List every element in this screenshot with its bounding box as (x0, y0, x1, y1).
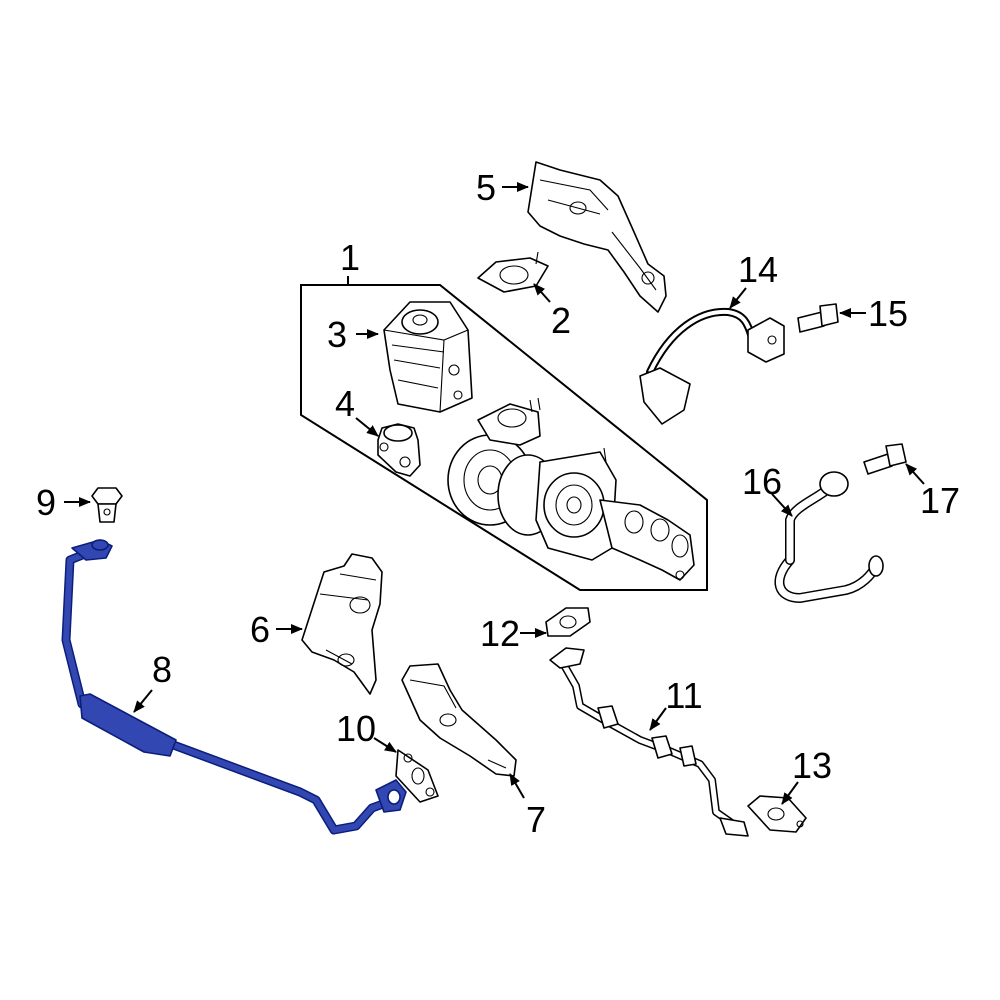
oil-return-line-part[interactable] (549, 647, 749, 837)
adapter-part[interactable] (377, 423, 421, 477)
oil-line-highlighted-part[interactable] (61, 539, 407, 835)
turbocharger-assembly-frame (300, 276, 708, 591)
callout-14: 14 (738, 249, 778, 290)
gasket-10-part[interactable] (395, 749, 439, 803)
gasket-13-part[interactable] (747, 795, 807, 833)
callout-8: 8 (152, 649, 172, 690)
callout-13: 13 (792, 745, 832, 786)
callout-5: 5 (476, 167, 496, 208)
heat-shield-lower-part[interactable] (301, 553, 383, 695)
heat-shield-upper-part[interactable] (527, 161, 667, 313)
callout-2: 2 (551, 300, 571, 341)
callout-15: 15 (868, 293, 908, 334)
gasket-12-part[interactable] (545, 607, 591, 637)
banjo-bolt-part[interactable] (91, 487, 123, 523)
callout-11: 11 (665, 675, 702, 716)
bracket-7-part[interactable] (401, 663, 517, 777)
actuator-part[interactable] (383, 301, 473, 413)
callout-6: 6 (250, 609, 270, 650)
callout-17: 17 (920, 480, 960, 521)
callout-9: 9 (36, 482, 56, 523)
oil-line-upper-part[interactable] (639, 307, 785, 425)
callout-4: 4 (335, 383, 355, 424)
callout-leaders (64, 182, 925, 805)
callout-labels: 1 2 3 4 5 6 7 8 9 10 11 12 13 14 15 16 1… (36, 167, 960, 840)
callout-12: 12 (480, 613, 520, 654)
coolant-pipe-part[interactable] (774, 471, 884, 604)
gasket-part[interactable] (477, 251, 549, 293)
callout-10: 10 (336, 708, 376, 749)
bolt-15-part[interactable] (797, 303, 839, 333)
callout-3: 3 (327, 314, 347, 355)
callout-7: 7 (526, 799, 546, 840)
bolt-17-part[interactable] (863, 443, 907, 475)
callout-16: 16 (742, 461, 782, 502)
callout-1: 1 (340, 237, 360, 278)
turbocharger-part[interactable] (447, 397, 695, 581)
